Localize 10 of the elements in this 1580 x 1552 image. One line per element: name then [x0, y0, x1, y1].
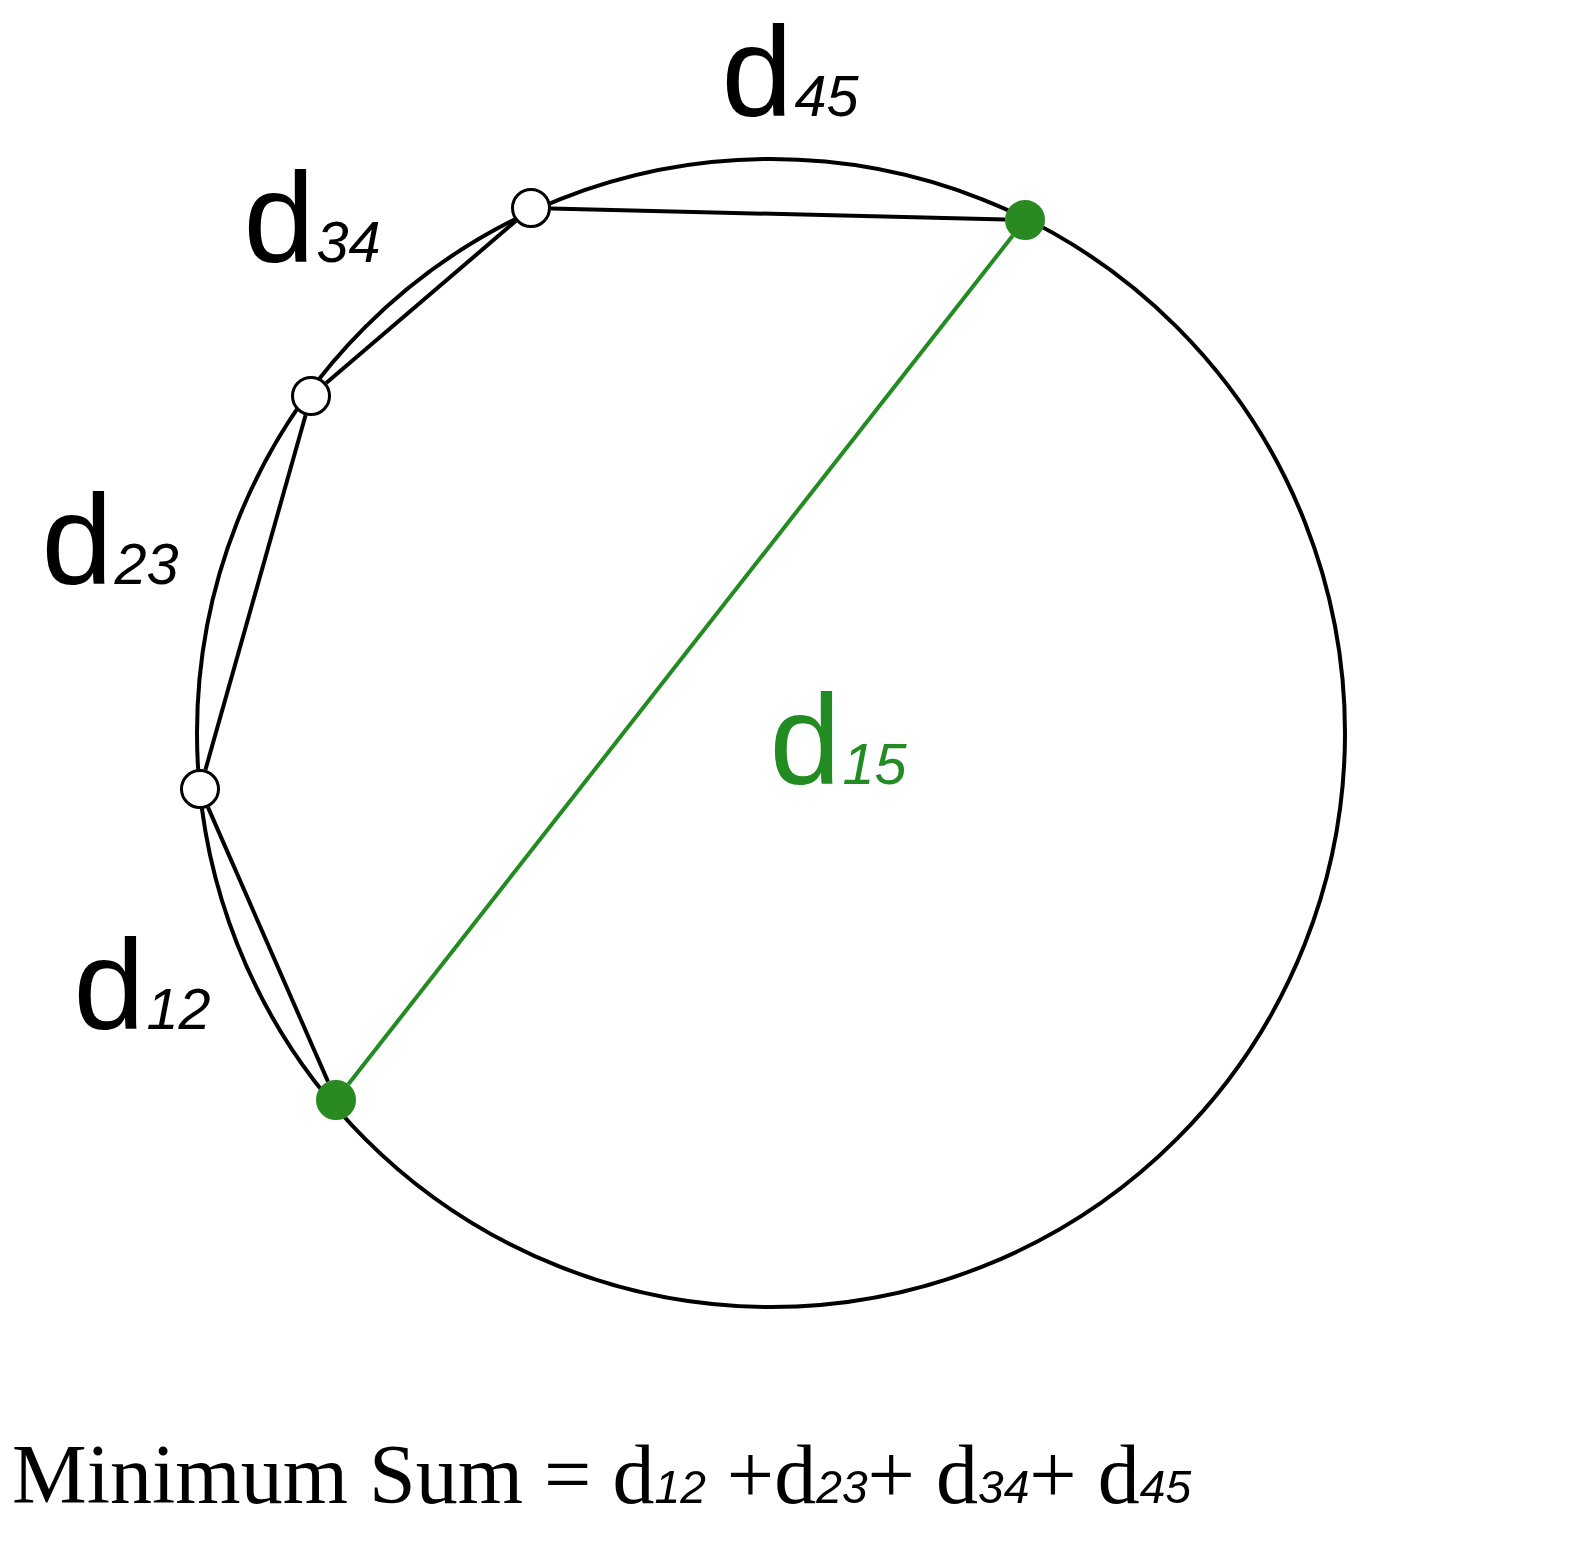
point-marker — [1005, 200, 1045, 240]
chord-line — [324, 219, 518, 385]
chord-line — [550, 206, 1006, 222]
chord-line — [203, 414, 308, 771]
point-marker — [511, 188, 551, 228]
point-marker — [291, 376, 331, 416]
point-marker — [180, 769, 220, 809]
chord-line — [206, 806, 330, 1083]
point-marker — [316, 1080, 356, 1120]
chord-line — [346, 234, 1015, 1086]
